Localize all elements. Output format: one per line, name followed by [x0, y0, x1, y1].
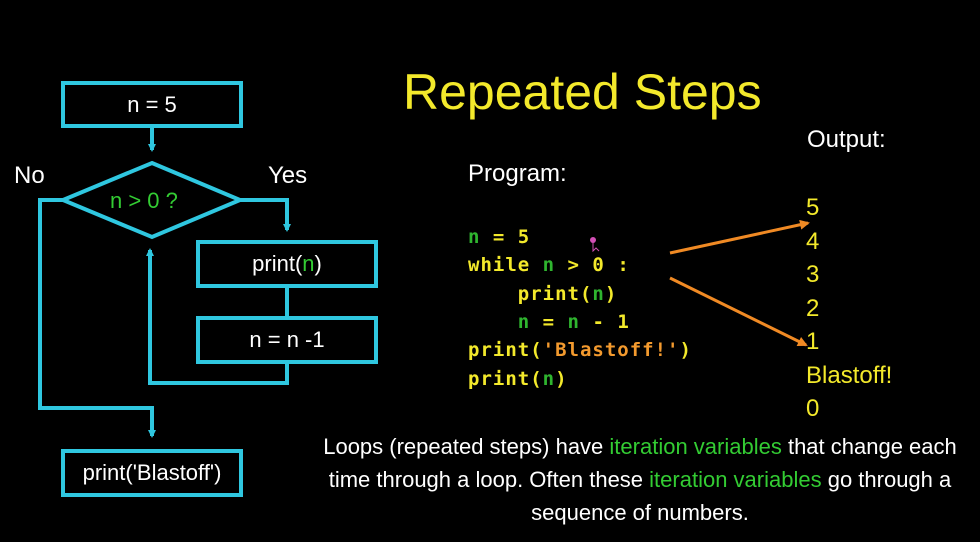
code-token: = [480, 226, 518, 248]
code-token: : [604, 254, 630, 277]
decision-diamond [57, 160, 246, 240]
code-token: n [567, 310, 580, 333]
start-label: n = 5 [127, 91, 177, 117]
code-token: print( [468, 367, 543, 390]
code-token: n [542, 367, 556, 390]
slide-title: Repeated Steps [403, 64, 762, 120]
code-line: n = n - 1 [468, 311, 630, 333]
code-token: print( [468, 339, 543, 362]
end-box: print('Blastoff') [61, 449, 243, 497]
print-n-prefix: print( [252, 251, 303, 276]
start-box: n = 5 [61, 81, 243, 128]
code-line: n = 5 [468, 226, 530, 248]
print-n-suffix: ) [314, 251, 322, 276]
caption-highlight-1: iteration variables [609, 434, 782, 459]
decision-label: n > 0 ? [110, 188, 178, 213]
code-token: while [468, 254, 543, 277]
decrement-label: n = n -1 [249, 327, 325, 352]
connector-loop-back [146, 248, 289, 385]
yes-label: Yes [268, 162, 308, 189]
code-token: 1 [617, 310, 630, 333]
code-token [468, 311, 518, 333]
code-token: n [592, 282, 605, 305]
output-line: Blastoff! [806, 361, 893, 389]
code-token: 0 [592, 254, 605, 277]
program-label: Program: [468, 160, 567, 187]
output-line: 2 [806, 294, 820, 322]
mouse-cursor-icon [590, 237, 600, 252]
code-line: print(n) [468, 368, 568, 390]
caption-part-3: go through a sequence of numbers. [531, 467, 952, 525]
code-token: - [580, 310, 618, 333]
arrow-print-to-output [669, 219, 810, 255]
connector-yes-branch [240, 198, 291, 232]
code-token: > [555, 254, 593, 277]
caption-part-1: Loops (repeated steps) have [323, 434, 610, 459]
output-line: 5 [806, 194, 820, 221]
code-token: = [530, 310, 568, 333]
caption-part-2: that change each time through a loop. Of… [328, 434, 957, 492]
code-token: ) [679, 339, 692, 362]
decrement-box: n = n -1 [196, 316, 378, 364]
output-line: 1 [806, 328, 820, 355]
code-token: ) [604, 282, 618, 305]
code-token: n [517, 310, 531, 333]
caption-highlight-2: iteration variables [649, 467, 822, 492]
code-token: 5 [517, 226, 531, 248]
output-line: 3 [806, 261, 820, 288]
no-label: No [14, 162, 45, 189]
caption: Loops (repeated steps) have iteration va… [320, 430, 960, 529]
code-line: print(n) [468, 283, 617, 305]
code-line: while n > 0 : [468, 254, 630, 276]
output-line: 4 [806, 227, 820, 255]
print-n-var: n [302, 251, 315, 276]
arrow-decrement-to-output [669, 276, 808, 347]
code-token: n [468, 226, 481, 248]
code-token: n [542, 254, 556, 277]
output-line: 0 [806, 395, 820, 422]
code-line: print('Blastoff!') [468, 339, 692, 361]
print-n-box: print(n) [196, 240, 378, 288]
code-token: 'Blastoff!' [542, 339, 680, 362]
connector-no-branch [38, 198, 156, 438]
code-token: print( [468, 282, 593, 305]
output-label: Output: [807, 126, 886, 153]
end-label: print('Blastoff') [82, 460, 222, 485]
code-token: ) [555, 367, 568, 390]
